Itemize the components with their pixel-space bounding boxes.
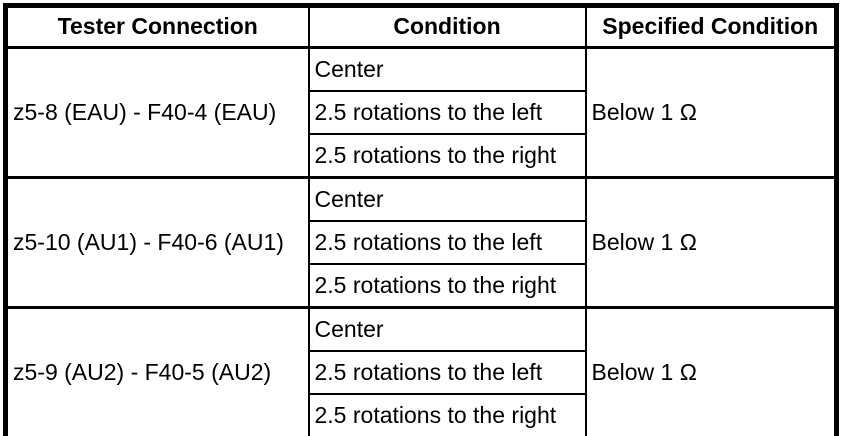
tester-connection-spec-table: Tester Connection Condition Specified Co… (3, 3, 839, 436)
col-header-condition: Condition (307, 4, 587, 49)
condition-cell: Center (307, 176, 587, 222)
table-row: z5-9 (AU2) - F40-5 (AU2) Center Below 1 … (4, 306, 838, 436)
condition-cell: 2.5 rotations to the right (307, 393, 587, 436)
condition-cell: 2.5 rotations to the left (307, 90, 587, 135)
table-row: 2.5 rotations to the left (6, 90, 837, 135)
table-row: 2.5 rotations to the right (6, 133, 837, 179)
col-header-tester-connection: Tester Connection (4, 4, 310, 49)
table-row: 2.5 rotations to the left (6, 350, 837, 395)
connection-cell: z5-10 (AU1) - F40-6 (AU1) (4, 176, 310, 309)
condition-cell: 2.5 rotations to the right (307, 263, 587, 309)
specified-condition-cell: Below 1 Ω (584, 46, 838, 179)
header-row: Tester Connection Condition Specified Co… (4, 4, 838, 49)
condition-cell: 2.5 rotations to the right (307, 133, 587, 179)
condition-cell: 2.5 rotations to the left (307, 350, 587, 395)
col-header-specified-condition: Specified Condition (584, 4, 838, 49)
condition-cell: Center (307, 306, 587, 352)
condition-cell: Center (307, 46, 587, 92)
table-row: z5-10 (AU1) - F40-6 (AU1) Center Below 1… (4, 176, 838, 309)
specified-condition-cell: Below 1 Ω (584, 306, 838, 436)
table-row: z5-8 (EAU) - F40-4 (EAU) Center Below 1 … (4, 46, 838, 179)
specified-condition-cell: Below 1 Ω (584, 176, 838, 309)
condition-cell: 2.5 rotations to the left (307, 220, 587, 265)
connection-cell: z5-8 (EAU) - F40-4 (EAU) (4, 46, 310, 179)
table-row: 2.5 rotations to the left (6, 220, 837, 265)
connection-cell: z5-9 (AU2) - F40-5 (AU2) (4, 306, 310, 436)
table-row: 2.5 rotations to the right (6, 263, 837, 309)
table-row: 2.5 rotations to the right (6, 393, 837, 436)
